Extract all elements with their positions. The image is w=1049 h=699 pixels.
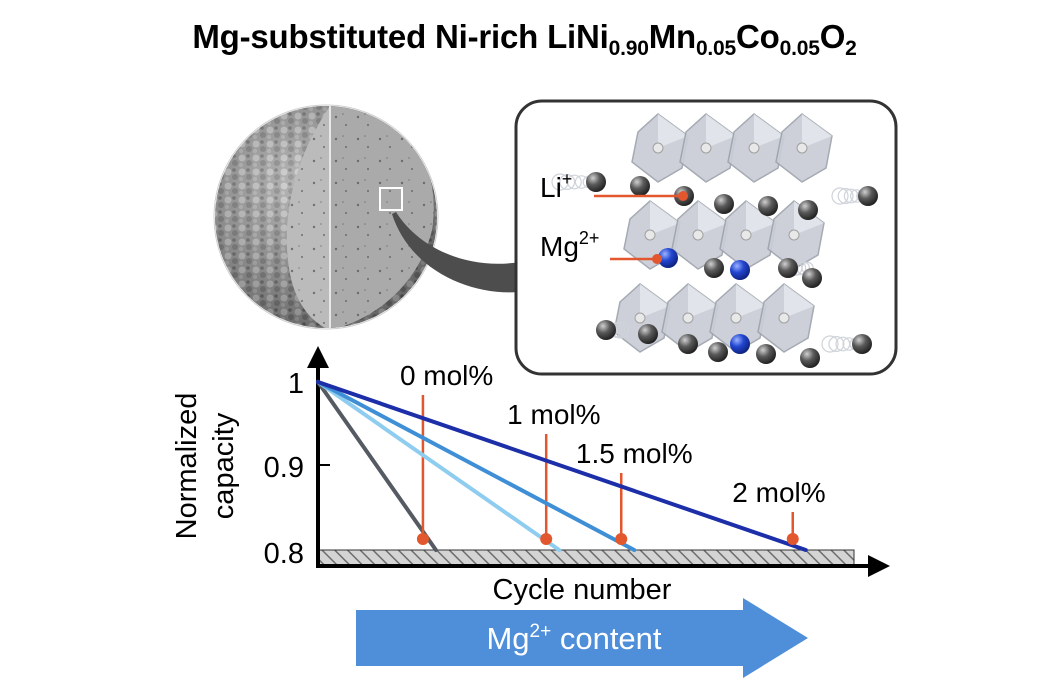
li-atom bbox=[758, 196, 778, 216]
diffusion-trail bbox=[828, 336, 845, 353]
y-axis-title-line2: capacity bbox=[208, 412, 240, 519]
octahedron-face bbox=[802, 114, 832, 148]
li-pointer-dot bbox=[678, 191, 688, 201]
title-text: Mg-substituted Ni-rich LiNi bbox=[192, 18, 609, 55]
li-atom bbox=[708, 342, 728, 362]
octahedron-face bbox=[746, 201, 776, 235]
octahedron-center bbox=[692, 229, 704, 241]
series-pointer-dot bbox=[416, 533, 429, 545]
octahedron-center bbox=[730, 312, 742, 324]
li-atom bbox=[778, 258, 798, 278]
diffusion-trail bbox=[567, 174, 582, 190]
octahedron-face bbox=[688, 284, 718, 318]
capacity-chart: 1 0.9 0.8 Normalized capacity Cycle numb… bbox=[171, 346, 890, 606]
li-atom bbox=[714, 194, 734, 214]
series-label: 0 mol% bbox=[400, 360, 493, 391]
li-atom bbox=[798, 200, 818, 220]
series-label: 1.5 mol% bbox=[576, 438, 693, 469]
octahedron-center bbox=[644, 229, 656, 241]
octahedron-face bbox=[640, 284, 670, 318]
octahedron-center bbox=[682, 312, 694, 324]
octahedra-layers bbox=[613, 113, 833, 353]
octahedron-center bbox=[796, 142, 808, 154]
series-pointer-dot bbox=[615, 533, 628, 545]
mg-pointer-dot bbox=[652, 254, 662, 264]
diffusion-trail bbox=[837, 188, 854, 205]
octahedron-face bbox=[650, 201, 680, 235]
octahedron-center bbox=[634, 312, 646, 324]
octahedron-center bbox=[788, 229, 800, 241]
series-label: 1 mol% bbox=[507, 399, 600, 430]
title-subscript: 0.05 bbox=[695, 37, 737, 60]
series-line bbox=[316, 380, 808, 552]
series-group: 0 mol% 1 mol% 1.5 mol% 2 mol% bbox=[316, 360, 826, 552]
cutoff-band bbox=[317, 549, 855, 567]
y-axis-arrowhead bbox=[307, 346, 329, 368]
x-axis-arrowhead bbox=[868, 555, 890, 577]
octahedron-center bbox=[778, 312, 790, 324]
mg-content-arrow: Mg2+ content bbox=[356, 598, 808, 678]
title-text: O bbox=[819, 18, 846, 55]
y-tick-label: 1 bbox=[288, 368, 304, 400]
li-atom bbox=[756, 344, 776, 364]
octahedron-face bbox=[698, 201, 728, 235]
li-atom bbox=[852, 334, 872, 354]
series-line bbox=[316, 380, 438, 552]
li-atom bbox=[596, 320, 616, 340]
mg-atom bbox=[730, 260, 750, 280]
particle-sphere bbox=[213, 104, 520, 330]
zoom-region-box bbox=[379, 187, 403, 211]
mg-atom bbox=[730, 334, 750, 354]
li-atom bbox=[638, 324, 658, 344]
series-line bbox=[316, 380, 637, 552]
zoom-connector bbox=[392, 212, 520, 293]
title-text: Co bbox=[736, 18, 780, 55]
mg-label: Mg2+ bbox=[540, 228, 599, 262]
title-subscript: 2 bbox=[845, 37, 857, 60]
title-subscript: 0.90 bbox=[608, 37, 649, 60]
octahedron-face bbox=[784, 284, 814, 318]
series-label: 2 mol% bbox=[732, 477, 825, 508]
crystal-structure-inset: Li+ Mg2+ bbox=[514, 99, 898, 376]
title-subscript: 0.05 bbox=[779, 37, 820, 60]
diffusion-trail bbox=[821, 335, 839, 353]
diffusion-trail bbox=[559, 174, 576, 191]
li-atom bbox=[630, 176, 650, 196]
octahedron-center bbox=[740, 229, 752, 241]
octahedron-center bbox=[748, 142, 760, 154]
octahedron-face bbox=[658, 114, 688, 148]
octahedron-face bbox=[736, 284, 766, 318]
y-tick-label: 0.9 bbox=[264, 452, 304, 484]
li-atom bbox=[802, 268, 822, 288]
octahedron-center bbox=[652, 142, 664, 154]
li-atom bbox=[800, 348, 820, 368]
x-axis-title: Cycle number bbox=[493, 574, 672, 606]
mg-atom bbox=[658, 248, 678, 268]
octahedron-center bbox=[700, 142, 712, 154]
diffusion-trail bbox=[831, 187, 849, 205]
atom-layers bbox=[551, 172, 878, 368]
series-pointer-dot bbox=[540, 533, 553, 545]
li-atom bbox=[858, 186, 878, 206]
octahedron-face bbox=[706, 114, 736, 148]
li-atom bbox=[704, 258, 724, 278]
series-pointer-dot bbox=[786, 533, 799, 545]
series-line bbox=[316, 380, 562, 552]
title-text: Mn bbox=[648, 18, 696, 55]
y-tick-label: 0.8 bbox=[264, 538, 304, 570]
y-axis-title-line1: Normalized bbox=[171, 393, 203, 540]
li-atom bbox=[678, 334, 698, 354]
li-atom bbox=[586, 172, 606, 192]
li-label: Li+ bbox=[540, 169, 572, 203]
octahedron-face bbox=[754, 114, 784, 148]
mg-content-label: Mg2+ content bbox=[486, 621, 661, 656]
diagram-title: Mg-substituted Ni-rich LiNi0.90Mn0.05Co0… bbox=[0, 18, 1049, 59]
